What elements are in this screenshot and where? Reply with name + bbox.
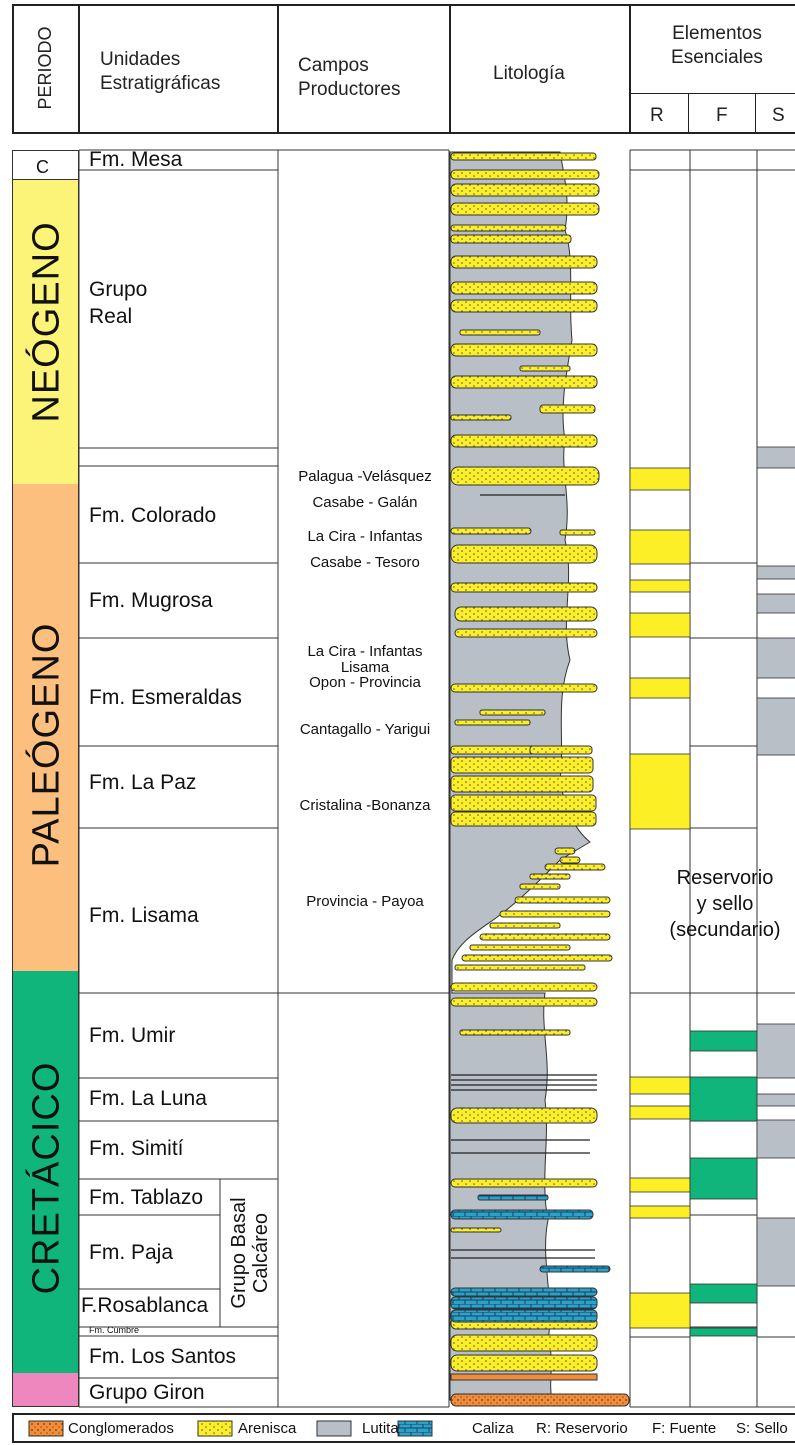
unit-lisama: Fm. Lisama — [89, 904, 199, 927]
legend-conglomerados: Conglomerados — [68, 1420, 174, 1437]
unit-tablazo: Fm. Tablazo — [89, 1186, 203, 1209]
legend-swatch-arenisca — [197, 1420, 233, 1437]
legend-reservorio: R: Reservorio — [536, 1420, 628, 1437]
unit-umir: Fm. Umir — [89, 1024, 176, 1047]
unit-grupo-real: Grupo Real — [89, 278, 148, 328]
header-col-r: R — [650, 105, 664, 126]
header-divider-3 — [449, 4, 451, 134]
unit-lapaz: Fm. La Paz — [89, 771, 197, 794]
header-fs-divider — [755, 93, 756, 134]
unit-mesa: Fm. Mesa — [89, 148, 183, 171]
field-opon: Opon - Provincia — [309, 674, 421, 691]
header-divider-1 — [78, 4, 80, 134]
field-lisama: Lisama — [340, 659, 390, 676]
field-cantagallo: Cantagallo - Yarigui — [299, 721, 431, 738]
field-casabe-galan: Casabe - Galán — [312, 494, 418, 511]
unit-colorado: Fm. Colorado — [89, 504, 217, 527]
unit-mugrosa: Fm. Mugrosa — [89, 589, 213, 612]
legend-frame — [12, 1413, 795, 1443]
legend-swatch-caliza — [397, 1420, 433, 1437]
period-c-label: C — [36, 157, 49, 177]
unit-simiti: Fm. Simití — [89, 1137, 184, 1160]
period-c-cell — [13, 151, 78, 180]
unit-lossantos: Fm. Los Santos — [89, 1345, 237, 1368]
legend-swatch-conglomerados — [28, 1420, 64, 1437]
header-elementos: Elementos Esenciales — [671, 23, 763, 68]
header-elements-underline — [629, 93, 795, 94]
header-campos: Campos Productores — [298, 55, 401, 100]
legend-caliza: Caliza — [472, 1420, 514, 1437]
legend-swatch-lutita — [316, 1420, 352, 1437]
field-palagua: Palagua -Velásquez — [298, 468, 432, 485]
unit-rosablanca: F.Rosablanca — [81, 1294, 209, 1317]
unit-giron: Grupo Giron — [89, 1381, 205, 1404]
period-cretacico-cell — [13, 971, 78, 1373]
header-litologia: Litología — [493, 63, 565, 84]
header-rf-divider — [688, 93, 689, 134]
header-col-f: F — [716, 105, 728, 126]
field-provincia-payoa: Provincia - Payoa — [306, 893, 424, 910]
period-giron-cell — [13, 1373, 78, 1406]
period-paleogeno-cell — [13, 484, 78, 971]
unit-cumbre: Fm. Cumbre — [89, 1325, 140, 1335]
legend-lutita: Lutita — [362, 1420, 399, 1437]
legend-fuente: F: Fuente — [652, 1420, 717, 1437]
header-divider-4 — [629, 4, 631, 134]
field-casabe-tesoro: Casabe - Tesoro — [310, 554, 420, 571]
field-cristalina: Cristalina -Bonanza — [299, 797, 431, 814]
unit-paja: Fm. Paja — [89, 1241, 174, 1264]
unit-laluna: Fm. La Luna — [89, 1087, 207, 1110]
field-la-cira-2: La Cira - Infantas — [307, 643, 423, 660]
field-la-cira-1: La Cira - Infantas — [307, 528, 423, 545]
legend-sello: S: Sello — [736, 1420, 788, 1437]
unit-esmeraldas: Fm. Esmeraldas — [89, 686, 242, 709]
header-frame — [12, 4, 795, 134]
header-divider-2 — [277, 4, 279, 134]
reservoir-seal-note: Reservorio y sello (secundario) — [669, 867, 781, 941]
header-unidades: Unidades Estratigráficas — [100, 49, 221, 94]
period-neogeno-cell — [13, 180, 78, 484]
header-col-s: S — [772, 105, 785, 126]
legend-arenisca: Arenisca — [238, 1420, 297, 1437]
